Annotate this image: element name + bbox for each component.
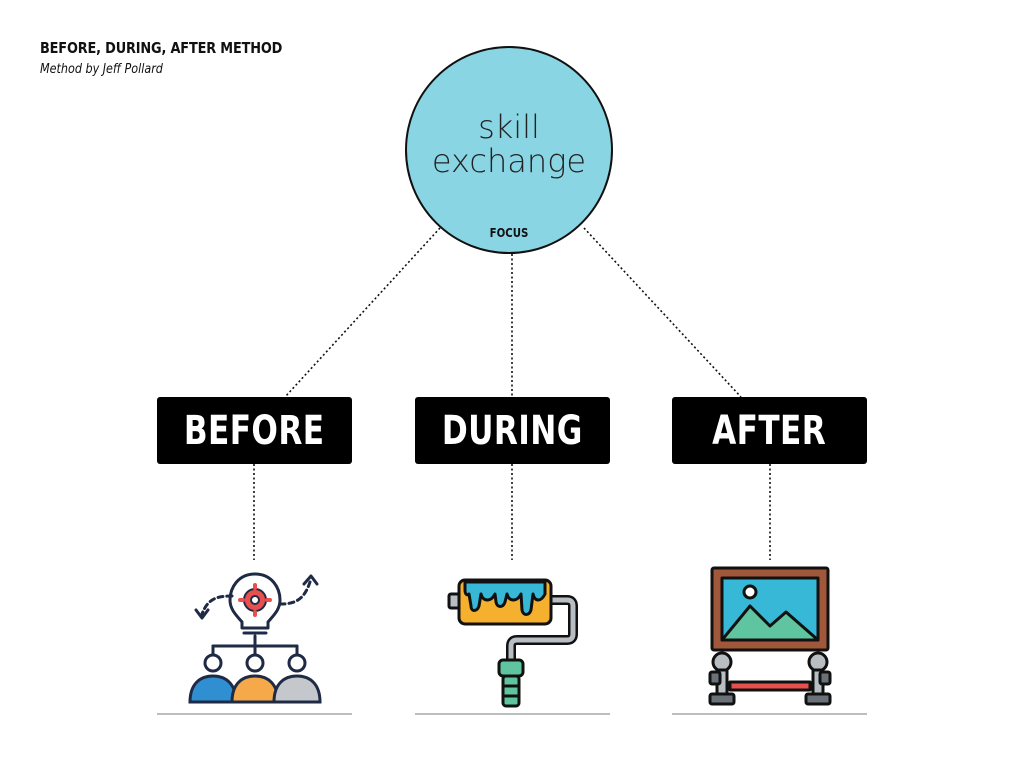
connector-focus-after <box>583 227 742 398</box>
stage-after-label: AFTER <box>712 407 827 454</box>
after-underline <box>672 713 867 715</box>
during-underline <box>415 713 610 715</box>
stage-during-box: DURING <box>415 397 610 464</box>
connector-focus-before <box>284 227 441 398</box>
framed-picture-exhibit-icon <box>708 566 832 706</box>
stage-before-box: BEFORE <box>157 397 352 464</box>
page-subtitle: Method by Jeff Pollard <box>40 62 163 77</box>
lightbulb-team-icon <box>188 572 322 704</box>
paint-roller-icon <box>447 578 578 708</box>
focus-text: skill exchange <box>431 108 587 180</box>
stage-before-label: BEFORE <box>184 407 325 454</box>
stage-during-label: DURING <box>442 407 583 454</box>
before-underline <box>157 713 352 715</box>
page-title: BEFORE, DURING, AFTER METHOD <box>40 39 283 57</box>
focus-circle: skill exchange FOCUS <box>405 46 613 254</box>
stage-after-box: AFTER <box>672 397 867 464</box>
focus-label: FOCUS <box>489 226 529 240</box>
